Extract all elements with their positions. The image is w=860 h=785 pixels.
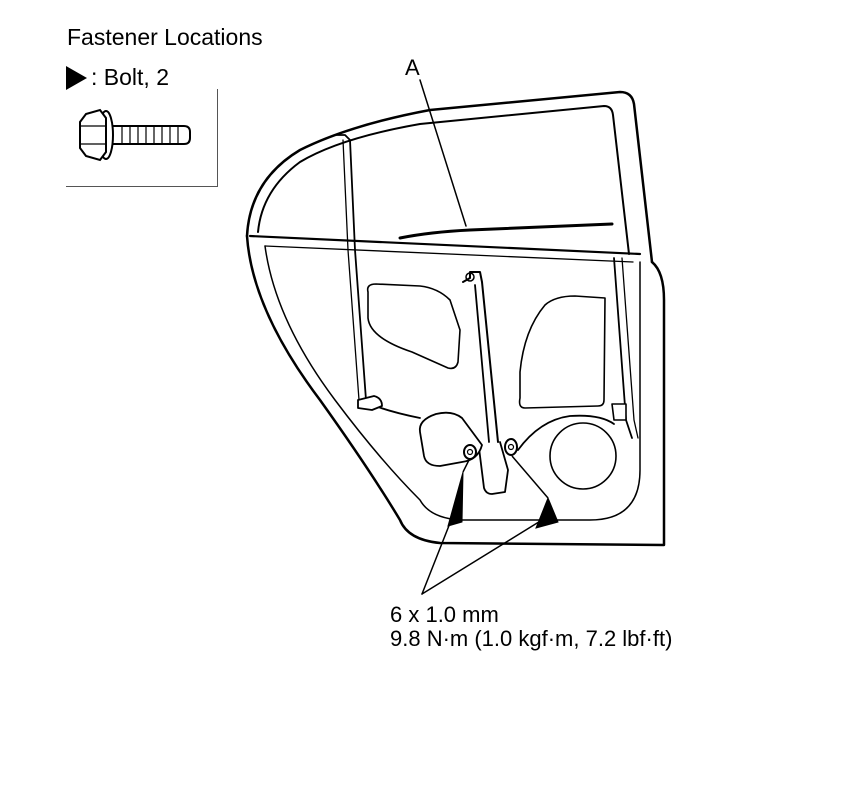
torque-spec: 6 x 1.0 mm 9.8 N·m (1.0 kgf·m, 7.2 lbf·f…: [390, 603, 672, 651]
leader-line-bolt-1: [421, 517, 453, 595]
door-outer: [245, 234, 666, 547]
diagram-title: Fastener Locations: [67, 24, 263, 50]
torque-value: 9.8 N·m (1.0 kgf·m, 7.2 lbf·ft): [390, 626, 673, 651]
door-inner-panel: [264, 245, 641, 521]
bolt-location-1: [463, 444, 477, 460]
leader-line-bolt-2: [421, 519, 543, 595]
bolt-legend: : Bolt, 2: [66, 64, 169, 91]
bolt-icon: [79, 108, 191, 162]
bolt-arrow-2: [535, 496, 559, 529]
callout-label-a: A: [405, 55, 420, 80]
bolt-arrow-1: [447, 471, 464, 527]
bolt-size: 6 x 1.0 mm: [390, 602, 499, 627]
legend-frame: [66, 89, 218, 187]
leader-line-a: [419, 79, 467, 227]
window-frame-outer: [245, 90, 654, 264]
speaker-opening: [549, 422, 617, 490]
regulator-rail: [462, 271, 499, 443]
filled-triangle-icon: [66, 65, 87, 90]
front-channel: [334, 134, 367, 401]
belt-line: [248, 234, 642, 256]
rear-cutout: [518, 295, 606, 409]
bolt-location-2: [504, 438, 518, 456]
front-cutout: [366, 283, 461, 370]
bolt-legend-text: : Bolt, 2: [91, 64, 169, 90]
glass-edge: [398, 222, 614, 240]
